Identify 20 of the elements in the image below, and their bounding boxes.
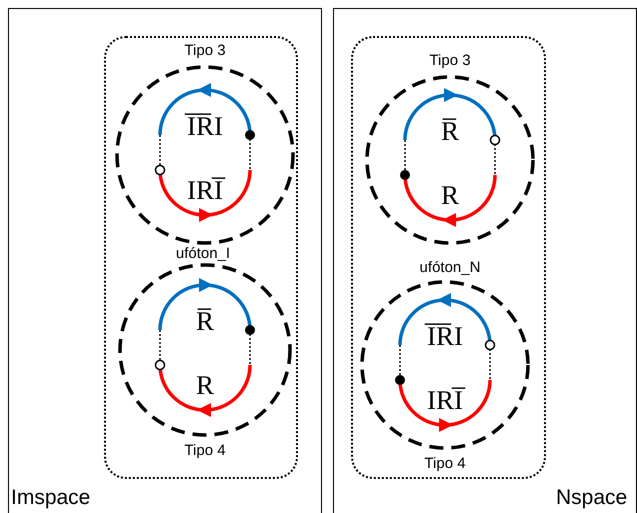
arc-label: R <box>196 372 214 399</box>
dotted-group-box <box>351 36 546 479</box>
arc-label: IRI̅ <box>187 177 223 204</box>
panel-title: Imspace <box>11 487 90 508</box>
arc-label: R <box>441 182 459 209</box>
type-label: Tipo 3 <box>429 53 471 68</box>
space-panel <box>333 8 637 513</box>
type-label: Tipo 3 <box>184 43 226 58</box>
type-label: Tipo 4 <box>424 456 466 471</box>
arc-label: R̅ <box>196 308 214 335</box>
panel-title: Nspace <box>556 487 628 508</box>
group-label: ufóton_I <box>176 246 230 261</box>
dotted-group-box <box>104 36 298 479</box>
arc-label: R̅ <box>441 118 459 145</box>
arc-label: I̅R̅I <box>427 323 463 350</box>
group-label: ufóton_N <box>420 260 480 275</box>
type-label: Tipo 4 <box>184 443 226 458</box>
arc-label: I̅R̅I <box>187 113 223 140</box>
arc-label: IRI̅ <box>427 387 463 414</box>
space-panel <box>8 8 322 513</box>
